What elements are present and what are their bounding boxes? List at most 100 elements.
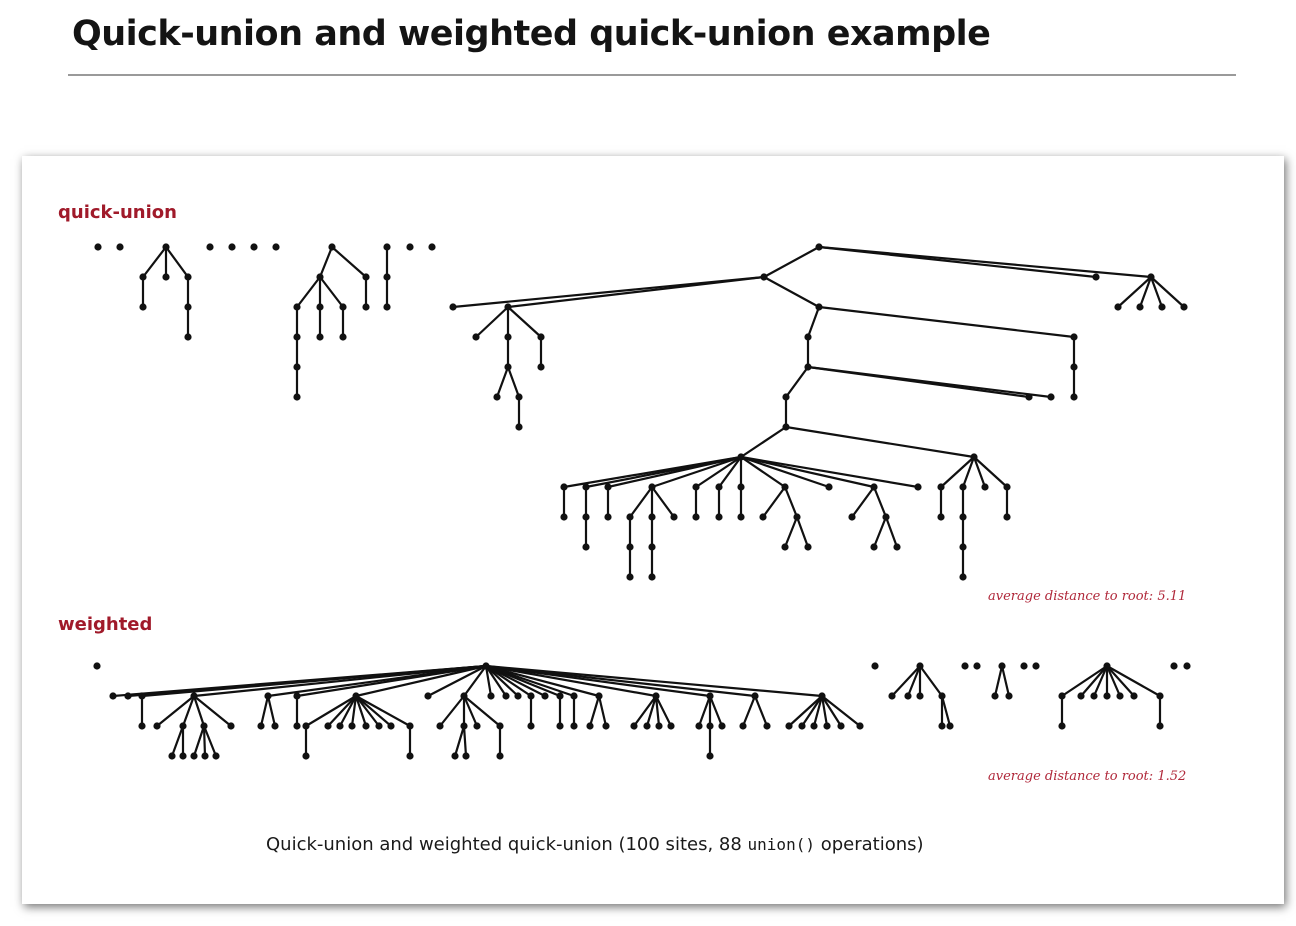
tree-node (1156, 692, 1164, 700)
tree-node (339, 303, 347, 311)
tree-node (527, 692, 535, 700)
tree-edge (192, 724, 206, 758)
tree-node (487, 692, 495, 700)
tree-edge (817, 305, 1076, 339)
tree-node (336, 722, 344, 730)
tree-node (493, 393, 501, 401)
tree-node (527, 722, 535, 730)
tree-node (1103, 692, 1111, 700)
tree-edge (708, 694, 724, 728)
tree-node (1003, 513, 1011, 521)
tree-node (504, 333, 512, 341)
tree-node (959, 483, 967, 491)
tree-node (586, 722, 594, 730)
tree-edge (506, 365, 521, 399)
tree-node (316, 273, 324, 281)
tree-node (959, 513, 967, 521)
tree-edge (697, 694, 712, 728)
tree-node (94, 243, 102, 251)
tree-edge (632, 694, 658, 728)
tree-node (168, 752, 176, 760)
tree-edge (762, 275, 821, 309)
title-divider (68, 74, 1236, 76)
tree-node (124, 692, 132, 700)
tree-node (1090, 692, 1098, 700)
tree-node (428, 243, 436, 251)
tree-node (570, 722, 578, 730)
tree-node (1183, 662, 1191, 670)
tree-node (362, 303, 370, 311)
tree-edge (484, 664, 658, 698)
tree-edge (820, 694, 862, 728)
tree-node (1058, 722, 1066, 730)
tree-node (1047, 393, 1055, 401)
tree-node (648, 573, 656, 581)
caption-text: Quick-union and weighted quick-union (10… (266, 834, 748, 855)
tree-edge (739, 455, 831, 489)
tree-edge (940, 694, 952, 728)
tree-node (293, 303, 301, 311)
tree-node (406, 752, 414, 760)
tree-edge (338, 694, 358, 728)
tree-node (914, 483, 922, 491)
tree-edge (350, 694, 358, 728)
tree-node (981, 483, 989, 491)
tree-node (293, 393, 301, 401)
tree-node (626, 573, 634, 581)
tree-node (715, 513, 723, 521)
tree-node (1158, 303, 1166, 311)
avg-distance-value: 1.52 (1157, 769, 1187, 784)
tree-edge (850, 485, 876, 519)
tree-node (424, 692, 432, 700)
tree-edge (800, 694, 824, 728)
tree-edge (795, 515, 810, 549)
tree-edge (961, 455, 976, 489)
caption-code: union() (747, 835, 815, 854)
tree-node (212, 752, 220, 760)
tree-node (643, 722, 651, 730)
tree-edge (318, 275, 345, 309)
tree-edge (354, 694, 368, 728)
tree-node (602, 722, 610, 730)
tree-edge (354, 664, 488, 698)
tree-edge (820, 694, 843, 728)
quick-union-label: quick-union (58, 202, 177, 223)
tree-node (837, 722, 845, 730)
tree-node (815, 303, 823, 311)
tree-node (293, 692, 301, 700)
tree-edge (1138, 275, 1153, 309)
tree-edge (753, 694, 769, 728)
tree-node (655, 722, 663, 730)
tree-edge (326, 694, 358, 728)
tree-edge (597, 694, 608, 728)
tree-node (893, 543, 901, 551)
tree-node (804, 333, 812, 341)
tree-edge (650, 485, 676, 519)
tree-node (938, 692, 946, 700)
tree-node (184, 273, 192, 281)
tree-edge (884, 515, 899, 549)
tree-node (109, 692, 117, 700)
tree-node (387, 722, 395, 730)
tree-edge (474, 305, 510, 339)
tree-edge (890, 664, 922, 698)
tree-node (162, 273, 170, 281)
tree-node (818, 692, 826, 700)
tree-edge (506, 305, 543, 339)
tree-edge (817, 245, 1153, 279)
tree-node (1070, 333, 1078, 341)
tree-node (200, 722, 208, 730)
tree-edge (918, 664, 944, 698)
tree-node (648, 543, 656, 551)
tree-edge (784, 365, 810, 399)
tree-node (882, 513, 890, 521)
tree-node (604, 483, 612, 491)
tree-node (560, 483, 568, 491)
tree-edge (588, 694, 601, 728)
tree-edge (783, 485, 799, 519)
tree-node (179, 722, 187, 730)
tree-node (1136, 303, 1144, 311)
tree-edge (654, 694, 673, 728)
tree-edge (762, 245, 821, 279)
tree-node (515, 423, 523, 431)
